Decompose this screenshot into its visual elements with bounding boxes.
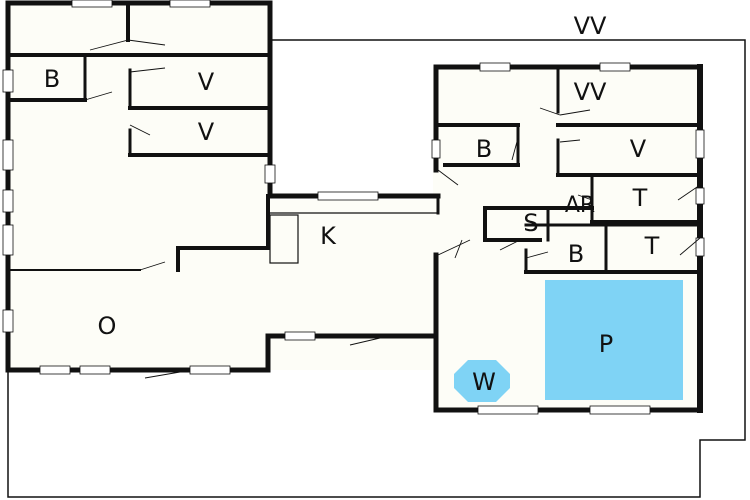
label-technical-1: T bbox=[632, 184, 648, 212]
door-swings bbox=[84, 39, 701, 379]
label-pool: P bbox=[599, 330, 613, 358]
label-living: O bbox=[98, 312, 117, 340]
label-bathroom-1: B bbox=[44, 65, 60, 93]
label-utility: AR bbox=[565, 193, 595, 218]
label-bedroom-3-vv: VV bbox=[574, 78, 607, 106]
label-bedroom-4: V bbox=[630, 135, 647, 163]
label-technical-2: T bbox=[644, 232, 660, 260]
whirlpool bbox=[454, 360, 510, 402]
label-whirlpool: W bbox=[472, 368, 496, 396]
pool bbox=[545, 280, 683, 400]
windows bbox=[2, 0, 705, 415]
label-kitchen: K bbox=[320, 222, 337, 250]
label-bathroom-2: B bbox=[476, 135, 492, 163]
label-sauna: S bbox=[523, 209, 538, 237]
label-bedroom-1: V bbox=[198, 68, 215, 96]
label-bathroom-3: B bbox=[568, 240, 584, 268]
terrace-outline bbox=[7, 39, 746, 498]
label-bedroom-2: V bbox=[198, 118, 215, 146]
room-labels: VV B V V K O VV B V T AR S B T P W bbox=[44, 12, 660, 396]
label-terrace-vv: VV bbox=[574, 12, 607, 40]
